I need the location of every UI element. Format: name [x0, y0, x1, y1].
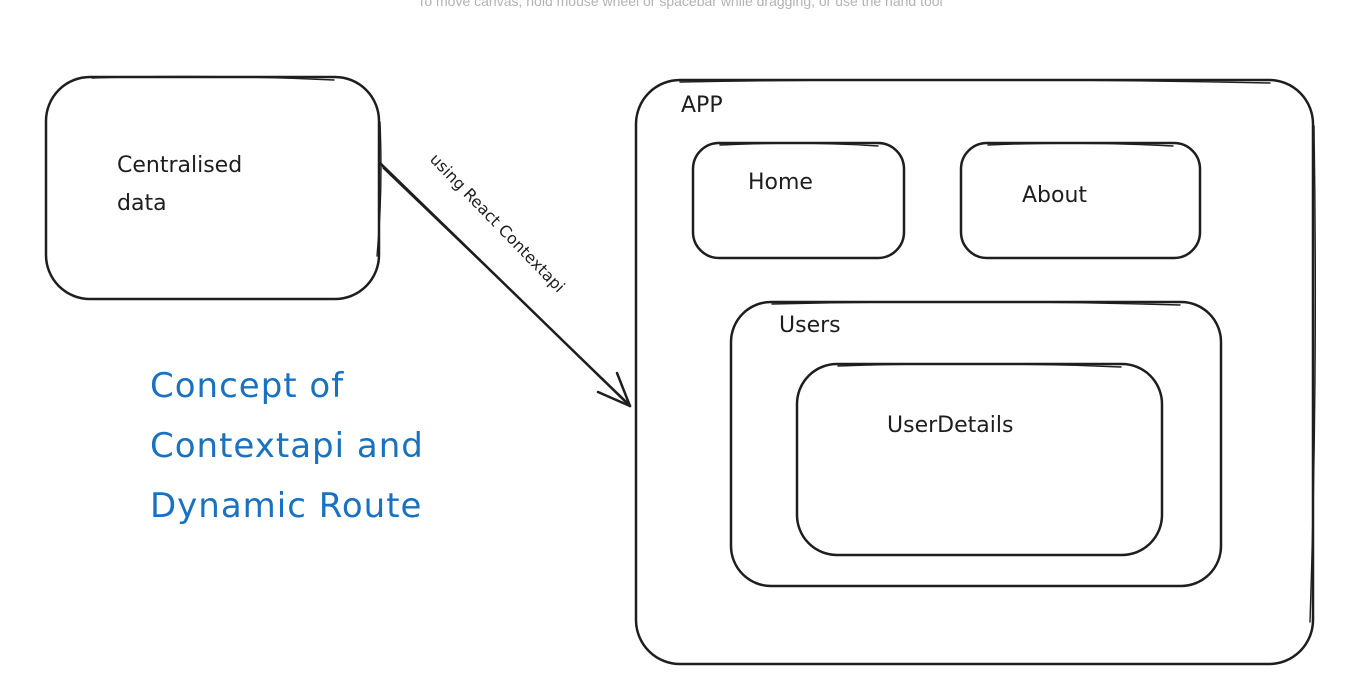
app-box[interactable]: [634, 78, 1317, 666]
home-label: Home: [748, 170, 813, 195]
arrow-label: using React Contextapi: [426, 150, 569, 297]
centralised-data-label-line1: Centralised: [117, 153, 242, 178]
centralised-data-box[interactable]: [44, 75, 382, 301]
users-box[interactable]: [729, 300, 1223, 588]
title-line2: Contextapi and: [150, 426, 424, 466]
about-box[interactable]: [959, 141, 1202, 260]
user-details-box[interactable]: [795, 362, 1164, 557]
context-arrow[interactable]: [378, 161, 632, 408]
app-label: APP: [681, 93, 723, 118]
about-label: About: [1022, 183, 1087, 208]
user-details-label: UserDetails: [887, 413, 1013, 438]
home-box[interactable]: [691, 141, 906, 260]
users-label: Users: [779, 313, 841, 338]
title-line3: Dynamic Route: [150, 486, 422, 526]
canvas-hint: To move canvas, hold mouse wheel or spac…: [417, 0, 943, 9]
title-line1: Concept of: [150, 366, 344, 406]
centralised-data-label-line2: data: [117, 191, 167, 216]
